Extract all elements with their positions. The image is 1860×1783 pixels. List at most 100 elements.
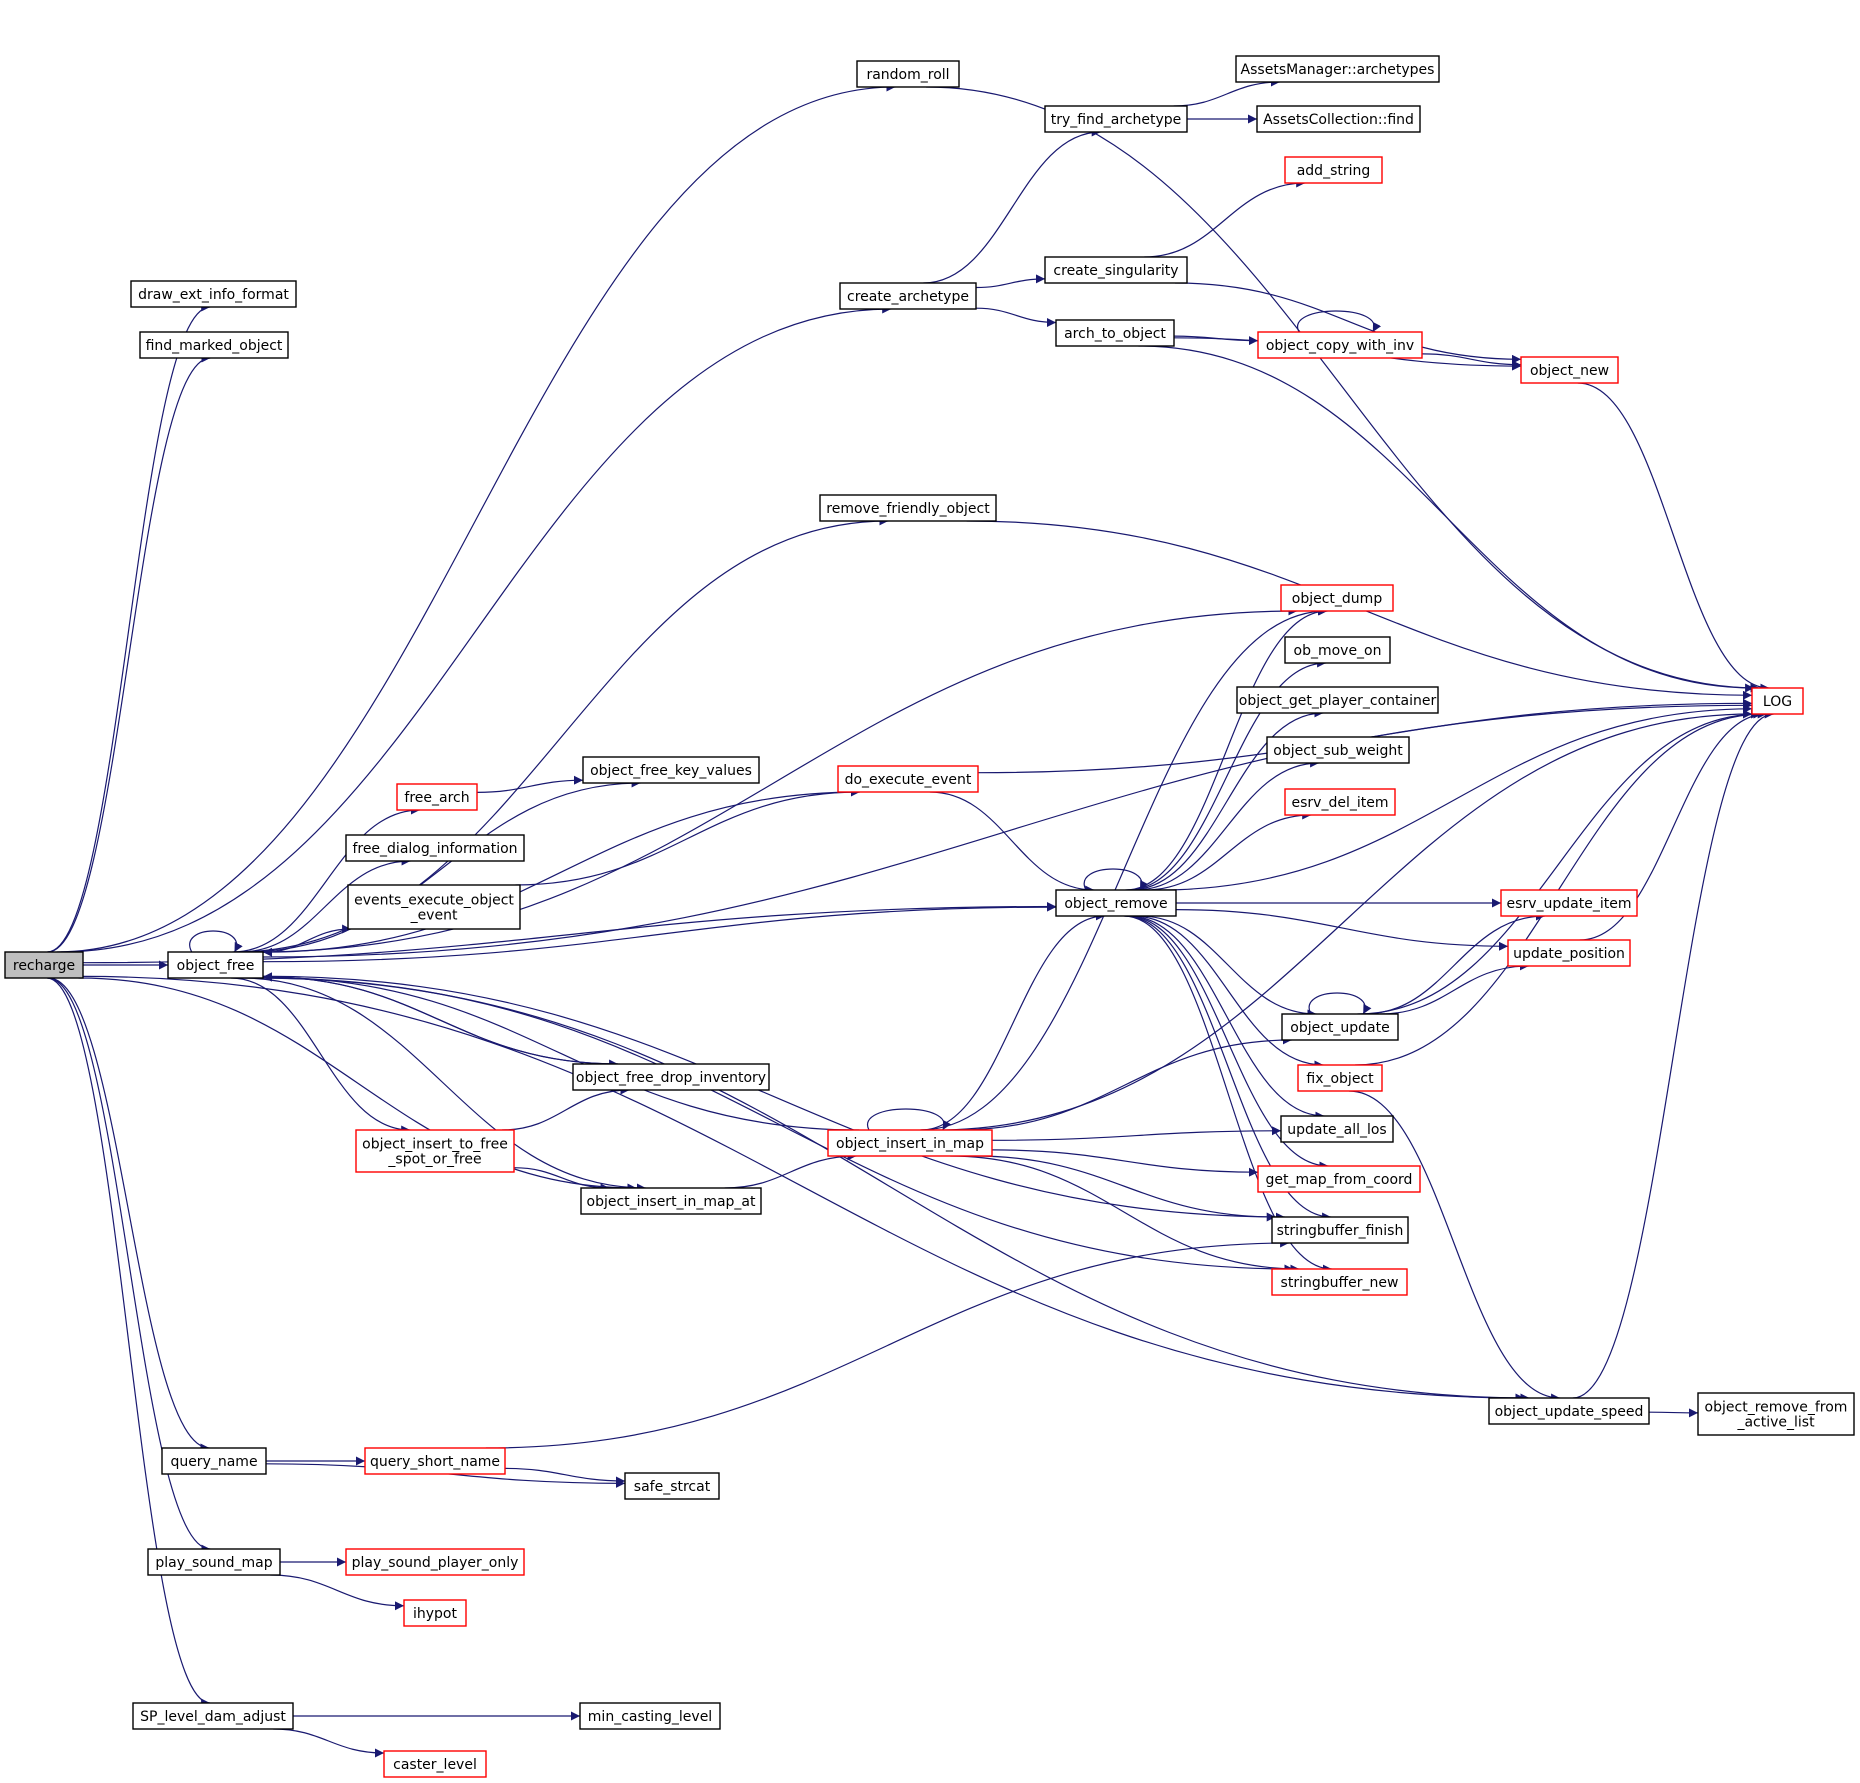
call-edge [255,606,1298,953]
node-label: play_sound_map [155,1555,272,1571]
node-box [839,282,977,310]
node-label: play_sound_player_only [352,1555,519,1571]
call-edge [270,1574,405,1611]
call-edge [958,1035,1292,1131]
node-box [579,1702,721,1730]
call-edge [1158,704,1753,891]
node-object-free[interactable]: object_free [167,951,264,979]
node-safe-strcat[interactable]: safe_strcat [624,1472,720,1500]
node-events-execute-object-event[interactable]: events_execute_object_event [347,884,521,930]
call-edge [1128,915,1325,1121]
node-query-short-name[interactable]: query_short_name [364,1447,506,1475]
node-box [624,1472,720,1500]
call-edge [920,606,1327,1131]
call-edge [1577,382,1770,693]
node-object-insert-to-free-spot-or-free[interactable]: object_insert_to_free_spot_or_free [355,1129,515,1173]
call-edge [921,911,1105,1131]
node-label: object_free_key_values [590,763,752,779]
node-label: object_new [1530,363,1609,379]
node-get-map-from-coord[interactable]: get_map_from_coord [1257,1165,1421,1193]
node-box [132,1702,294,1730]
node-play-sound-player-only[interactable]: play_sound_player_only [345,1548,525,1576]
node-draw-ext-info-format[interactable]: draw_ext_info_format [130,280,297,308]
call-edge [1173,77,1280,107]
node-min-casting-level[interactable]: min_casting_level [579,1702,721,1730]
node-ihypot[interactable]: ihypot [403,1599,467,1627]
node-play-sound-map[interactable]: play_sound_map [147,1548,281,1576]
node-assetscollection-find[interactable]: AssetsCollection::find [1256,105,1421,133]
node-remove-friendly-object[interactable]: remove_friendly_object [819,494,997,522]
node-query-name[interactable]: query_name [161,1447,267,1475]
call-edge [1138,345,1755,693]
node-caster-level[interactable]: caster_level [383,1750,487,1778]
node-esrv-del-item[interactable]: esrv_del_item [1284,788,1396,816]
node-recharge[interactable]: recharge [4,951,84,979]
call-edge [261,977,1294,1274]
node-box [1488,1397,1650,1425]
call-edge [866,1108,951,1131]
node-update-all-los[interactable]: update_all_los [1280,1115,1394,1143]
call-edge [504,1467,626,1486]
node-add-string[interactable]: add_string [1284,156,1383,184]
call-edge [1357,709,1761,1015]
node-label: object_free_drop_inventory [576,1070,766,1086]
node-object-get-player-container[interactable]: object_get_player_container [1236,686,1439,714]
node-label: object_insert_in_map [836,1136,984,1152]
call-edge [991,1149,1259,1177]
node-do-execute-event[interactable]: do_execute_event [837,765,979,793]
node-box [355,1129,515,1173]
node-label: esrv_update_item [1507,896,1632,912]
node-object-insert-in-map[interactable]: object_insert_in_map [827,1129,993,1157]
node-label: caster_level [393,1757,477,1773]
node-free-arch[interactable]: free_arch [396,783,478,811]
call-edges [46,77,1774,1758]
call-edge [1572,709,1774,1399]
node-stringbuffer-finish[interactable]: stringbuffer_finish [1271,1216,1409,1244]
node-label: object_dump [1292,591,1383,607]
call-edge [1139,915,1317,1019]
node-free-dialog-information[interactable]: free_dialog_information [345,834,525,862]
node-box [1256,105,1421,133]
node-label: object_get_player_container [1239,693,1437,709]
call-edge [923,127,1101,284]
node-fix-object[interactable]: fix_object [1297,1064,1383,1092]
node-label: min_casting_level [588,1709,712,1725]
node-object-update[interactable]: object_update [1281,1013,1399,1041]
node-object-free-drop-inventory[interactable]: object_free_drop_inventory [572,1063,770,1091]
node-sp-level-dam-adjust[interactable]: SP_level_dam_adjust [132,1702,294,1730]
node-stringbuffer-new[interactable]: stringbuffer_new [1271,1268,1408,1296]
node-try-find-archetype[interactable]: try_find_archetype [1044,105,1188,133]
node-object-copy-with-inv[interactable]: object_copy_with_inv [1257,331,1423,359]
call-edge [1296,310,1381,333]
node-find-marked-object[interactable]: find_marked_object [139,331,289,359]
node-object-remove[interactable]: object_remove [1055,889,1177,917]
node-object-insert-in-map-at[interactable]: object_insert_in_map_at [580,1187,762,1215]
call-edge [1124,915,1332,1222]
call-edge [47,353,211,953]
call-edge [60,304,892,953]
node-create-singularity[interactable]: create_singularity [1044,256,1188,284]
call-edge [1130,708,1324,891]
node-esrv-update-item[interactable]: esrv_update_item [1500,889,1638,917]
node-arch-to-object[interactable]: arch_to_object [1055,319,1175,347]
node-box [1751,687,1804,715]
node-label: stringbuffer_finish [1277,1223,1404,1239]
node-random-roll[interactable]: random_roll [856,60,960,88]
node-box [345,834,525,862]
node-label: object_copy_with_inv [1266,338,1414,354]
node-log[interactable]: LOG [1751,687,1804,715]
node-update-position[interactable]: update_position [1507,939,1631,967]
node-object-free-key-values[interactable]: object_free_key_values [582,756,760,784]
node-object-new[interactable]: object_new [1520,356,1619,384]
node-create-archetype[interactable]: create_archetype [839,282,977,310]
node-label: object_update_speed [1495,1404,1644,1420]
node-assetsmanager-archetypes[interactable]: AssetsManager::archetypes [1235,55,1440,83]
node-box [1257,1165,1421,1193]
node-ob-move-on[interactable]: ob_move_on [1284,636,1391,664]
node-object-remove-from-active-list[interactable]: object_remove_from_active_list [1697,1392,1855,1436]
node-label: object_sub_weight [1273,743,1403,759]
node-object-update-speed[interactable]: object_update_speed [1488,1397,1650,1425]
node-object-sub-weight[interactable]: object_sub_weight [1266,736,1410,764]
call-edge [262,972,619,1065]
node-object-dump[interactable]: object_dump [1280,584,1394,612]
